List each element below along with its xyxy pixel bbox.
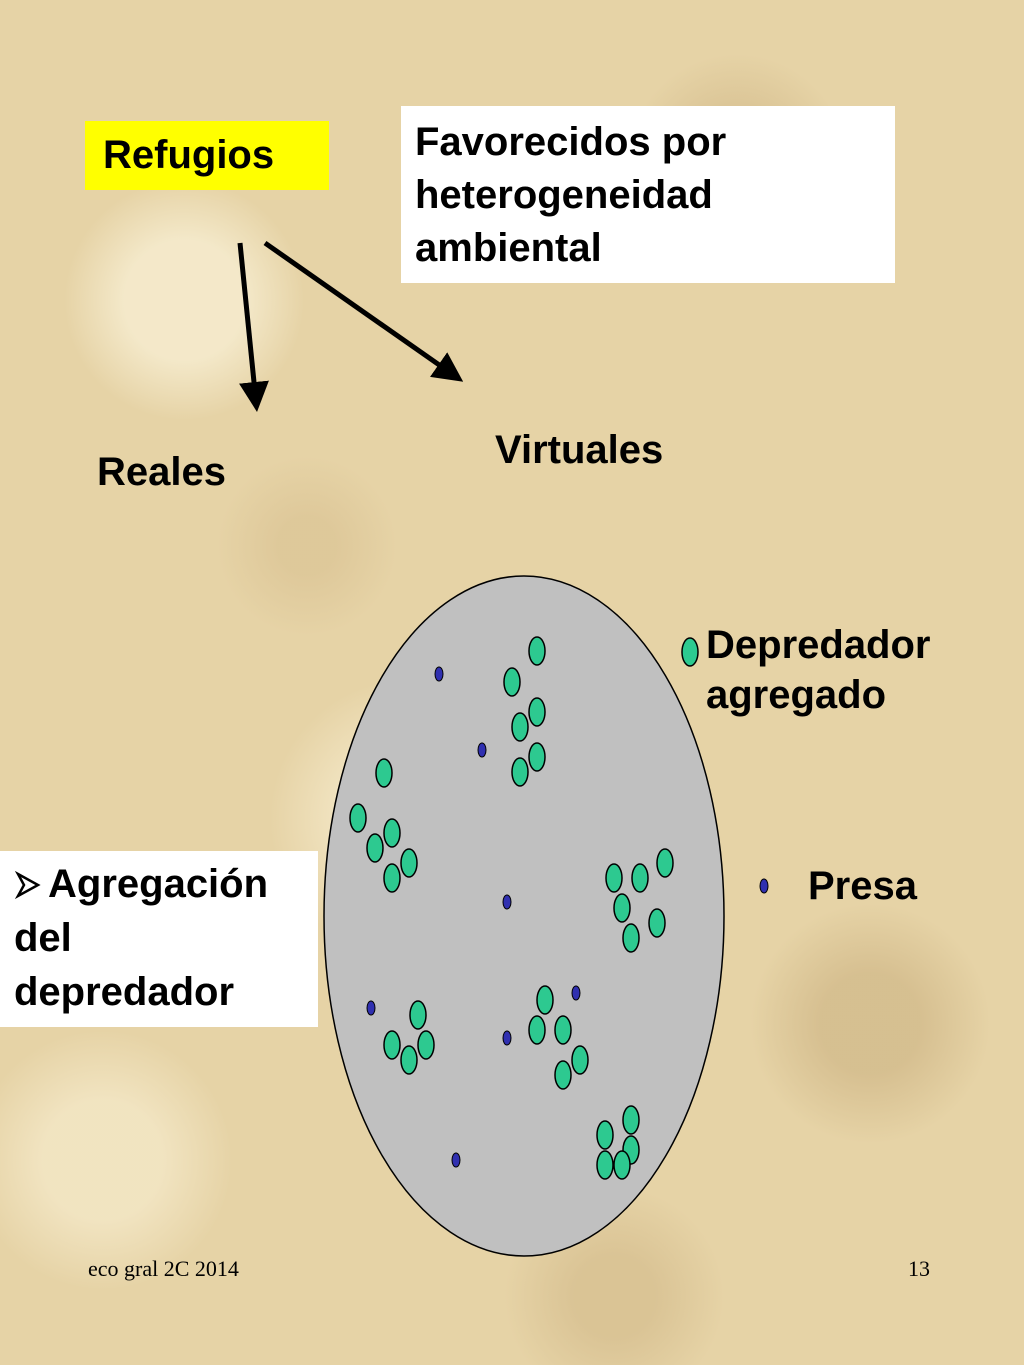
predator-marker <box>536 985 554 1015</box>
organisms-group <box>349 636 674 1180</box>
legend-predator-line-2: agregado <box>706 673 887 717</box>
prey-marker <box>477 742 487 758</box>
predator-marker <box>648 908 666 938</box>
predator-marker <box>375 758 393 788</box>
agregacion-box: Agregación del depredador <box>0 851 318 1027</box>
prey-marker <box>366 1000 376 1016</box>
predator-marker <box>383 818 401 848</box>
predator-marker <box>383 1030 401 1060</box>
predator-marker <box>656 848 674 878</box>
predator-marker <box>409 1000 427 1030</box>
bullet-arrow-icon <box>14 857 48 911</box>
legend-predator: Depredador agregado <box>706 620 931 720</box>
predator-marker <box>554 1015 572 1045</box>
predator-marker <box>613 1150 631 1180</box>
predator-marker <box>596 1150 614 1180</box>
predator-marker <box>622 923 640 953</box>
favorecidos-box: Favorecidos por heterogeneidad ambiental <box>401 106 895 283</box>
predator-marker <box>417 1030 435 1060</box>
prey-marker <box>502 894 512 910</box>
refugios-label: Refugios <box>85 121 329 190</box>
predator-marker <box>400 1045 418 1075</box>
prey-marker <box>451 1152 461 1168</box>
predator-marker <box>503 667 521 697</box>
legend-predator-line-1: Depredador <box>706 623 931 667</box>
legend-predator-icon <box>681 637 699 667</box>
footer-left: eco gral 2C 2014 <box>88 1256 239 1281</box>
predator-marker <box>605 863 623 893</box>
predator-marker <box>511 712 529 742</box>
virtuales-label: Virtuales <box>495 428 664 472</box>
predator-marker <box>383 863 401 893</box>
habitat-ellipse <box>323 575 725 1257</box>
predator-marker <box>571 1045 589 1075</box>
predator-marker <box>511 757 529 787</box>
prey-marker <box>571 985 581 1001</box>
predator-marker <box>613 893 631 923</box>
predator-marker <box>366 833 384 863</box>
favorecidos-line-1: Favorecidos por <box>415 120 727 164</box>
arrow-to-virtuales <box>263 240 464 382</box>
predator-marker <box>528 697 546 727</box>
agregacion-line-3: depredador <box>14 970 235 1014</box>
favorecidos-line-2: heterogeneidad <box>415 173 713 217</box>
arrow-to-reales <box>237 242 269 412</box>
predator-marker <box>528 742 546 772</box>
predator-marker <box>349 803 367 833</box>
agregacion-text: Agregación <box>48 862 269 906</box>
favorecidos-line-3: ambiental <box>415 226 602 270</box>
predator-marker <box>528 636 546 666</box>
predator-marker <box>554 1060 572 1090</box>
predator-marker <box>631 863 649 893</box>
prey-marker <box>502 1030 512 1046</box>
predator-marker <box>596 1120 614 1150</box>
predator-marker <box>622 1105 640 1135</box>
page-number: 13 <box>908 1256 930 1281</box>
predator-marker <box>400 848 418 878</box>
refugios-text: Refugios <box>103 133 275 177</box>
legend-prey-icon <box>759 878 769 894</box>
prey-marker <box>434 666 444 682</box>
agregacion-line-2: del <box>14 916 72 960</box>
predator-marker <box>528 1015 546 1045</box>
reales-label: Reales <box>97 450 226 494</box>
legend-prey: Presa <box>808 864 917 908</box>
agregacion-bullet-line: Agregación <box>14 857 318 911</box>
